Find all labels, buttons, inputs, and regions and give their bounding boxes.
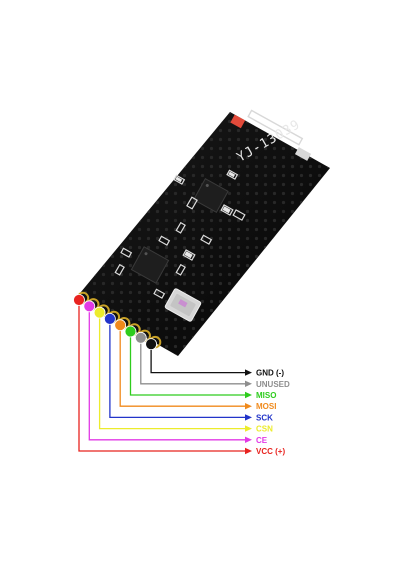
pin-arrow-ce bbox=[245, 437, 252, 443]
pin-label-sck: SCK bbox=[256, 413, 273, 422]
pin-marker-gnd bbox=[146, 339, 157, 350]
pin-label-unused: UNUSED bbox=[256, 380, 290, 389]
pin-marker-mosi bbox=[115, 320, 126, 331]
pin-arrow-miso bbox=[245, 392, 252, 398]
pin-label-gnd: GND (-) bbox=[256, 369, 284, 378]
pin-labels: VCC (+) CE CSN SCK MOSI MISO UNUSED GND (-) bbox=[256, 369, 290, 456]
pin-label-miso: MISO bbox=[256, 391, 276, 400]
pin-arrow-sck bbox=[245, 414, 252, 420]
pin-label-mosi: MOSI bbox=[256, 402, 276, 411]
pin-marker-csn bbox=[94, 307, 105, 318]
pin-marker-sck bbox=[104, 313, 115, 324]
pin-arrow-csn bbox=[245, 425, 252, 431]
pin-marker-ce bbox=[84, 301, 95, 312]
pin-arrow-unused bbox=[245, 381, 252, 387]
pin-arrow-vcc bbox=[245, 448, 252, 454]
pin-marker-unused bbox=[135, 332, 146, 343]
pin-label-csn: CSN bbox=[256, 425, 273, 434]
pin-label-ce: CE bbox=[256, 436, 268, 445]
pin-label-vcc: VCC (+) bbox=[256, 447, 285, 456]
pin-marker-vcc bbox=[74, 295, 85, 306]
pin-arrow-mosi bbox=[245, 403, 252, 409]
pin-marker-miso bbox=[125, 326, 136, 337]
pin-arrow-gnd bbox=[245, 369, 252, 375]
